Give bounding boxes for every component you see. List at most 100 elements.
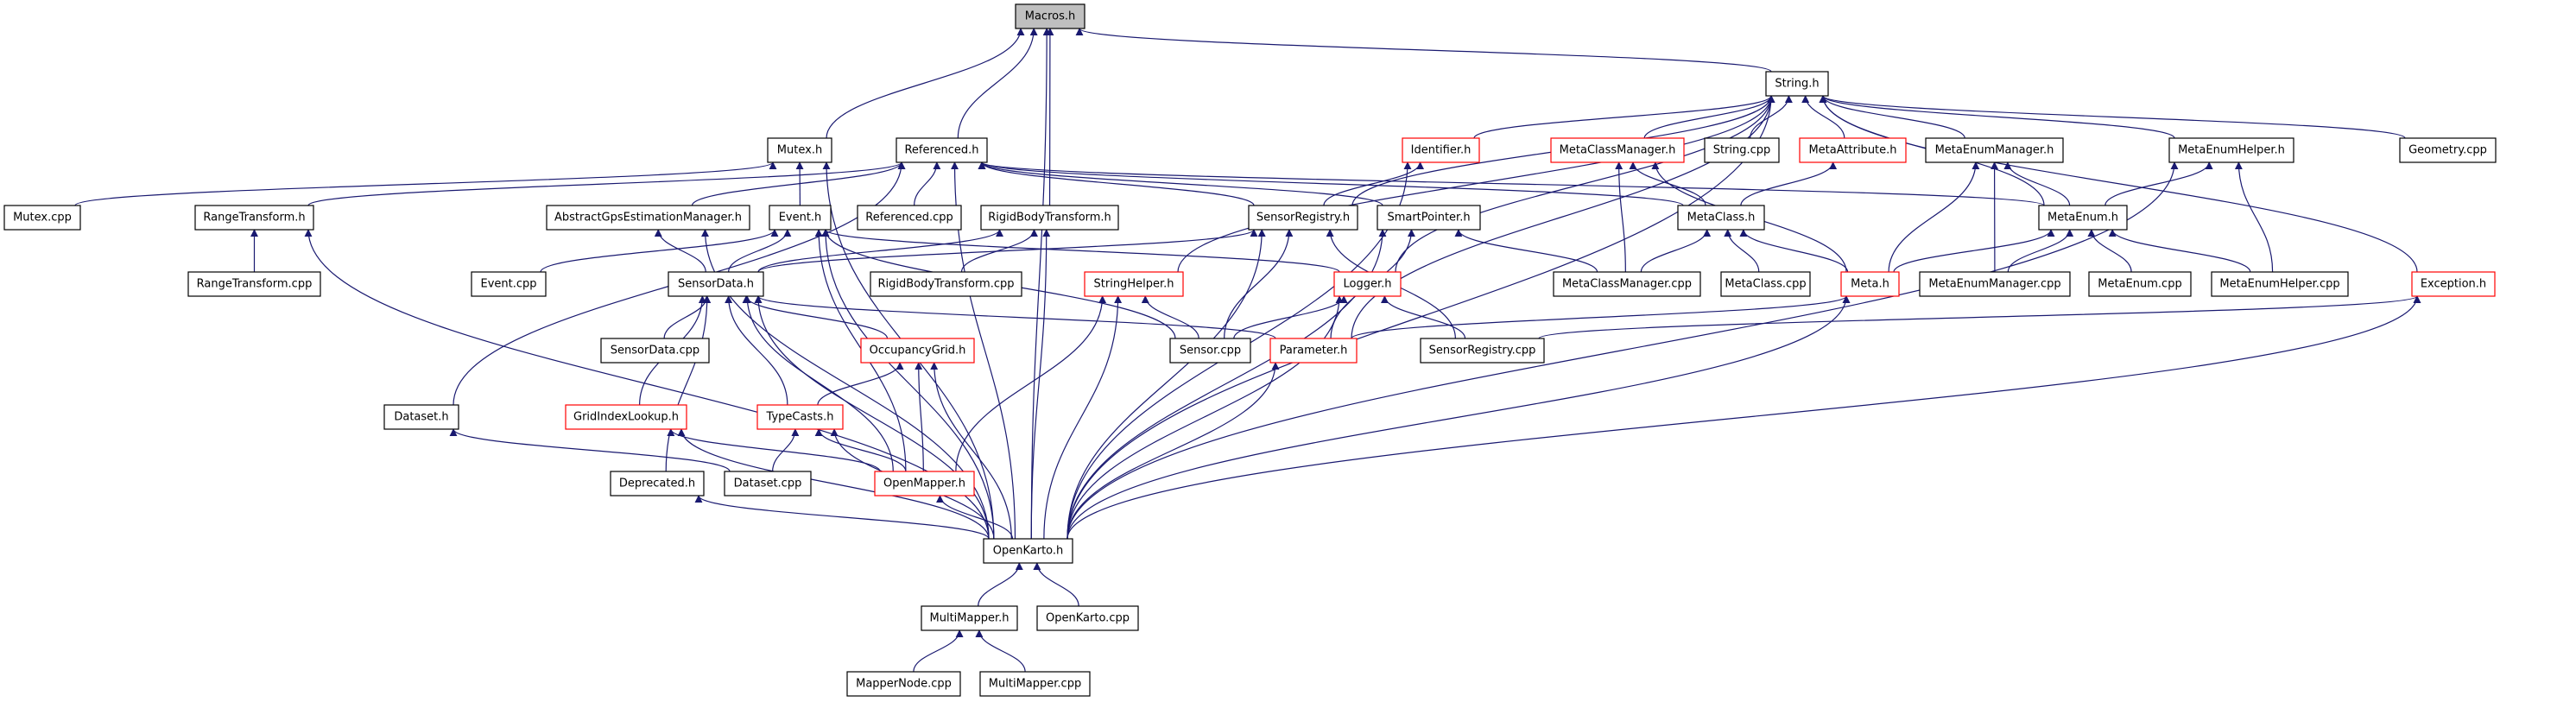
node-stringhelper-h[interactable]: StringHelper.h xyxy=(1084,271,1184,297)
node-rangetransform-h[interactable]: RangeTransform.h xyxy=(194,205,314,231)
node-metaenum-cpp[interactable]: MetaEnum.cpp xyxy=(2088,271,2192,297)
node-sensorregistry-cpp[interactable]: SensorRegistry.cpp xyxy=(1420,338,1545,364)
node-string-cpp[interactable]: String.cpp xyxy=(1704,137,1780,163)
edge-openkarto_h-to-occupancygrid_h xyxy=(930,362,1012,540)
edge-typecasts_h-to-sensordata_h xyxy=(725,295,788,406)
node-metaclassmanager-h[interactable]: MetaClassManager.h xyxy=(1550,137,1685,163)
edge-openkarto_h-to-stringhelper_h xyxy=(1043,295,1123,540)
node-event-h[interactable]: Event.h xyxy=(769,205,832,231)
node-deprecated-h[interactable]: Deprecated.h xyxy=(610,471,705,496)
node-referenced-h[interactable]: Referenced.h xyxy=(896,137,988,163)
node-metaenumhelper-h[interactable]: MetaEnumHelper.h xyxy=(2168,137,2294,163)
node-parameter-h[interactable]: Parameter.h xyxy=(1269,338,1358,364)
node-string-h[interactable]: String.h xyxy=(1765,71,1829,97)
node-label: OpenMapper.h xyxy=(883,477,965,490)
node-sensordata-h[interactable]: SensorData.h xyxy=(668,271,764,297)
node-meta-h[interactable]: Meta.h xyxy=(1840,271,1900,297)
node-sensordata-cpp[interactable]: SensorData.cpp xyxy=(600,338,710,364)
node-geometry-cpp[interactable]: Geometry.cpp xyxy=(2399,137,2497,163)
node-identifier-h[interactable]: Identifier.h xyxy=(1402,137,1480,163)
node-label: String.h xyxy=(1775,78,1819,91)
edge-openkarto_h-to-macros_h xyxy=(1030,28,1051,540)
edge-metaenummanager_h-to-string_h xyxy=(1819,95,1965,139)
node-metaenummanager-cpp[interactable]: MetaEnumManager.cpp xyxy=(1919,271,2071,297)
node-box xyxy=(724,471,812,496)
node-rangetransform-cpp[interactable]: RangeTransform.cpp xyxy=(187,271,321,297)
edge-mappernode_cpp-to-multimapper_h xyxy=(913,629,964,673)
node-box xyxy=(1333,271,1402,297)
node-box xyxy=(1840,271,1900,297)
node-referenced-cpp[interactable]: Referenced.cpp xyxy=(857,205,962,231)
node-label: GridIndexLookup.h xyxy=(573,411,679,424)
edge-string_cpp-to-string_h xyxy=(1750,95,1793,139)
node-occupancygrid-h[interactable]: OccupancyGrid.h xyxy=(860,338,975,364)
node-metaenummanager-h[interactable]: MetaEnumManager.h xyxy=(1925,137,2064,163)
node-box xyxy=(846,671,961,697)
node-label: MetaClass.cpp xyxy=(1725,278,1806,291)
node-box xyxy=(1420,338,1545,364)
node-macros-h[interactable]: Macros.h xyxy=(1015,3,1085,29)
edge-parameter_h-to-meta_h xyxy=(1351,295,1851,339)
node-box xyxy=(1704,137,1780,163)
node-smartpointer-h[interactable]: SmartPointer.h xyxy=(1377,205,1481,231)
node-label: Meta.h xyxy=(1851,278,1889,291)
node-mutex-h[interactable]: Mutex.h xyxy=(767,137,832,163)
node-logger-h[interactable]: Logger.h xyxy=(1333,271,1402,297)
node-box xyxy=(2038,205,2128,231)
node-box xyxy=(3,205,81,231)
node-dataset-h[interactable]: Dataset.h xyxy=(383,404,459,430)
edge-openmapper_h-to-sensordata_h xyxy=(743,295,894,472)
node-sensorregistry-h[interactable]: SensorRegistry.h xyxy=(1248,205,1358,231)
node-mappernode-cpp[interactable]: MapperNode.cpp xyxy=(846,671,961,697)
node-typecasts-h[interactable]: TypeCasts.h xyxy=(756,404,844,430)
node-metaclassmanager-cpp[interactable]: MetaClassManager.cpp xyxy=(1553,271,1701,297)
node-label: Referenced.h xyxy=(904,144,978,157)
node-rigidbodytransform-h[interactable]: RigidBodyTransform.h xyxy=(980,205,1119,231)
node-label: RangeTransform.h xyxy=(203,212,305,225)
edge-metaattribute_h-to-string_h xyxy=(1801,95,1845,139)
node-openkarto-h[interactable]: OpenKarto.h xyxy=(983,538,1073,564)
node-label: MetaEnumManager.h xyxy=(1935,144,2054,157)
node-metaenum-h[interactable]: MetaEnum.h xyxy=(2038,205,2128,231)
node-label: String.cpp xyxy=(1713,144,1771,157)
edge-logger_h-to-event_h xyxy=(821,229,1340,273)
node-mutex-cpp[interactable]: Mutex.cpp xyxy=(3,205,81,231)
node-label: StringHelper.h xyxy=(1094,278,1174,291)
node-exception-h[interactable]: Exception.h xyxy=(2411,271,2496,297)
node-label: OccupancyGrid.h xyxy=(870,345,966,357)
node-openkarto-cpp[interactable]: OpenKarto.cpp xyxy=(1036,605,1139,631)
node-dataset-cpp[interactable]: Dataset.cpp xyxy=(724,471,812,496)
node-abstractgps-h[interactable]: AbstractGpsEstimationManager.h xyxy=(546,205,750,231)
node-box xyxy=(187,271,321,297)
node-box xyxy=(2211,271,2349,297)
edge-sensorregistry_cpp-to-exception_h xyxy=(1538,295,2421,339)
node-box xyxy=(565,404,687,430)
node-multimapper-cpp[interactable]: MultiMapper.cpp xyxy=(979,671,1091,697)
node-box xyxy=(870,271,1022,297)
edge-openkarto_h-to-string_h xyxy=(1066,95,1775,540)
node-metaattribute-h[interactable]: MetaAttribute.h xyxy=(1799,137,1907,163)
node-gridindexlookup-h[interactable]: GridIndexLookup.h xyxy=(565,404,687,430)
edge-sensorregistry_h-to-identifier_h xyxy=(1323,161,1425,206)
node-box xyxy=(874,471,975,496)
node-metaenumhelper-cpp[interactable]: MetaEnumHelper.cpp xyxy=(2211,271,2349,297)
edge-metaclass_cpp-to-metaclass_h xyxy=(1724,229,1760,273)
node-rigidbodytransform-cpp[interactable]: RigidBodyTransform.cpp xyxy=(870,271,1022,297)
node-openmapper-h[interactable]: OpenMapper.h xyxy=(874,471,975,496)
edge-sensordata_h-to-event_h xyxy=(728,229,792,273)
node-box xyxy=(546,205,750,231)
node-box xyxy=(980,205,1119,231)
node-label: SensorRegistry.h xyxy=(1256,212,1350,225)
edge-geometry_cpp-to-string_h xyxy=(1819,95,2406,139)
node-metaclass-h[interactable]: MetaClass.h xyxy=(1677,205,1765,231)
node-metaclass-cpp[interactable]: MetaClass.cpp xyxy=(1720,271,1811,297)
node-sensor-cpp[interactable]: Sensor.cpp xyxy=(1169,338,1251,364)
node-label: MultiMapper.cpp xyxy=(989,678,1081,691)
edge-metaenumhelper_h-to-string_h xyxy=(1819,95,2175,139)
node-label: SensorRegistry.cpp xyxy=(1429,345,1536,357)
node-label: RangeTransform.cpp xyxy=(197,278,313,291)
edge-meta_h-to-metaenum_h xyxy=(1893,229,2055,273)
node-multimapper-h[interactable]: MultiMapper.h xyxy=(921,605,1018,631)
node-event-cpp[interactable]: Event.cpp xyxy=(471,271,547,297)
node-box xyxy=(1377,205,1481,231)
